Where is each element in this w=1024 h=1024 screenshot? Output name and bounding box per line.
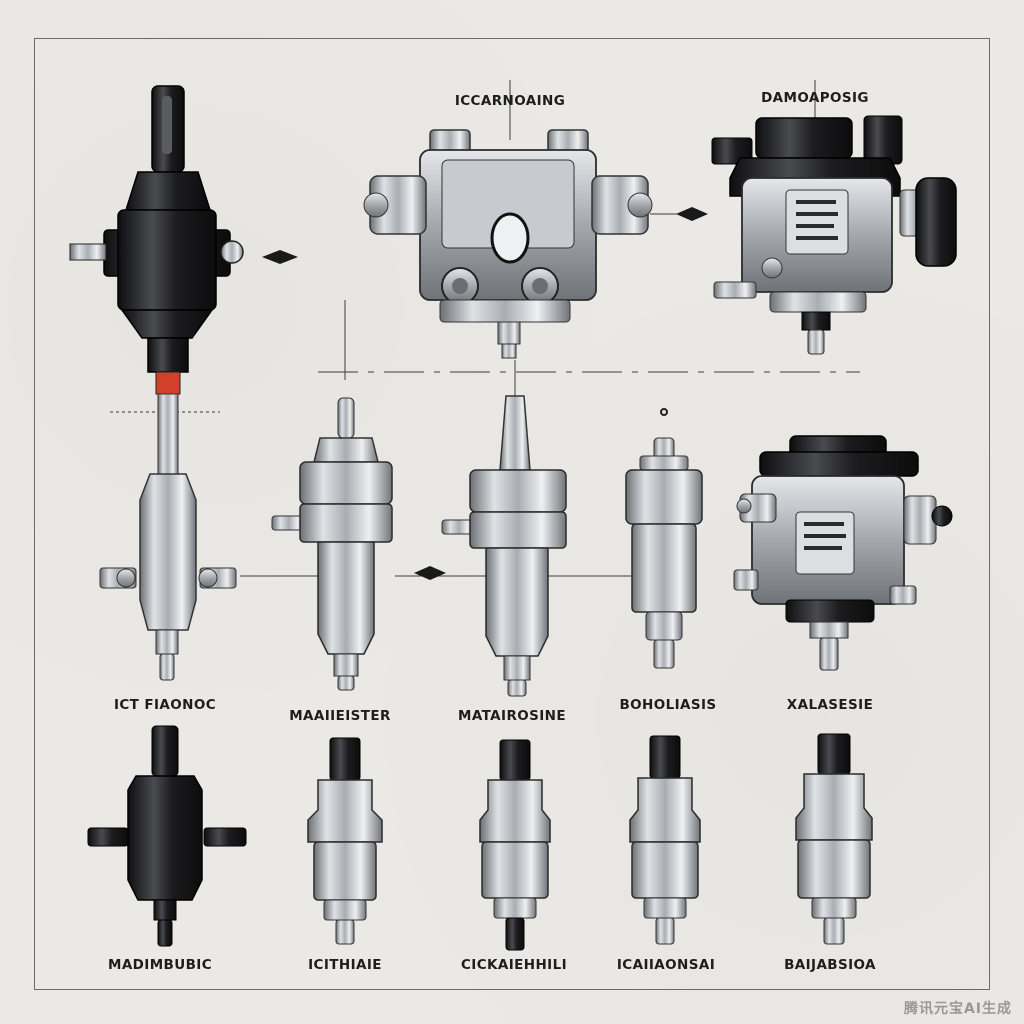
- injector-icon: [271, 397, 393, 691]
- label-top-right: DAMOAPOSIG: [761, 90, 869, 106]
- label-row3-4: ICAIIAONSAI: [616, 957, 716, 973]
- injector-icon: [479, 739, 551, 951]
- injector-icon: [87, 725, 247, 947]
- watermark: 腾讯元宝AI生成: [903, 1001, 1012, 1017]
- label-row2-3: MATAIROSINE: [457, 708, 567, 724]
- label-row2-2: MAAIIEISTER: [289, 708, 391, 724]
- pump-icon: [733, 435, 953, 671]
- label-row2-4: BOHOLIASIS: [619, 697, 717, 713]
- pump-icon: [363, 129, 653, 359]
- label-row2-5: XALASESIE: [786, 697, 874, 713]
- label-row3-3: CICKAIEHHILI: [460, 957, 568, 973]
- label-row2-1: ICT FIAONOC: [113, 697, 217, 713]
- label-row3-1: MADIMBUBIC: [107, 957, 213, 973]
- injector-icon: [629, 735, 701, 945]
- pump-icon: [711, 115, 957, 355]
- injector-icon: [307, 737, 383, 945]
- injector-icon: [69, 85, 244, 681]
- injector-icon: [625, 408, 703, 669]
- label-top-center: ICCARNOAING: [454, 93, 566, 109]
- label-row3-2: ICITHIAIE: [308, 957, 382, 973]
- injector-icon: [795, 733, 873, 945]
- label-row3-5: BAIJABSIOA: [784, 957, 876, 973]
- arrow-icon: [262, 207, 708, 580]
- diagram-frame: [34, 38, 990, 990]
- injector-icon: [441, 395, 567, 697]
